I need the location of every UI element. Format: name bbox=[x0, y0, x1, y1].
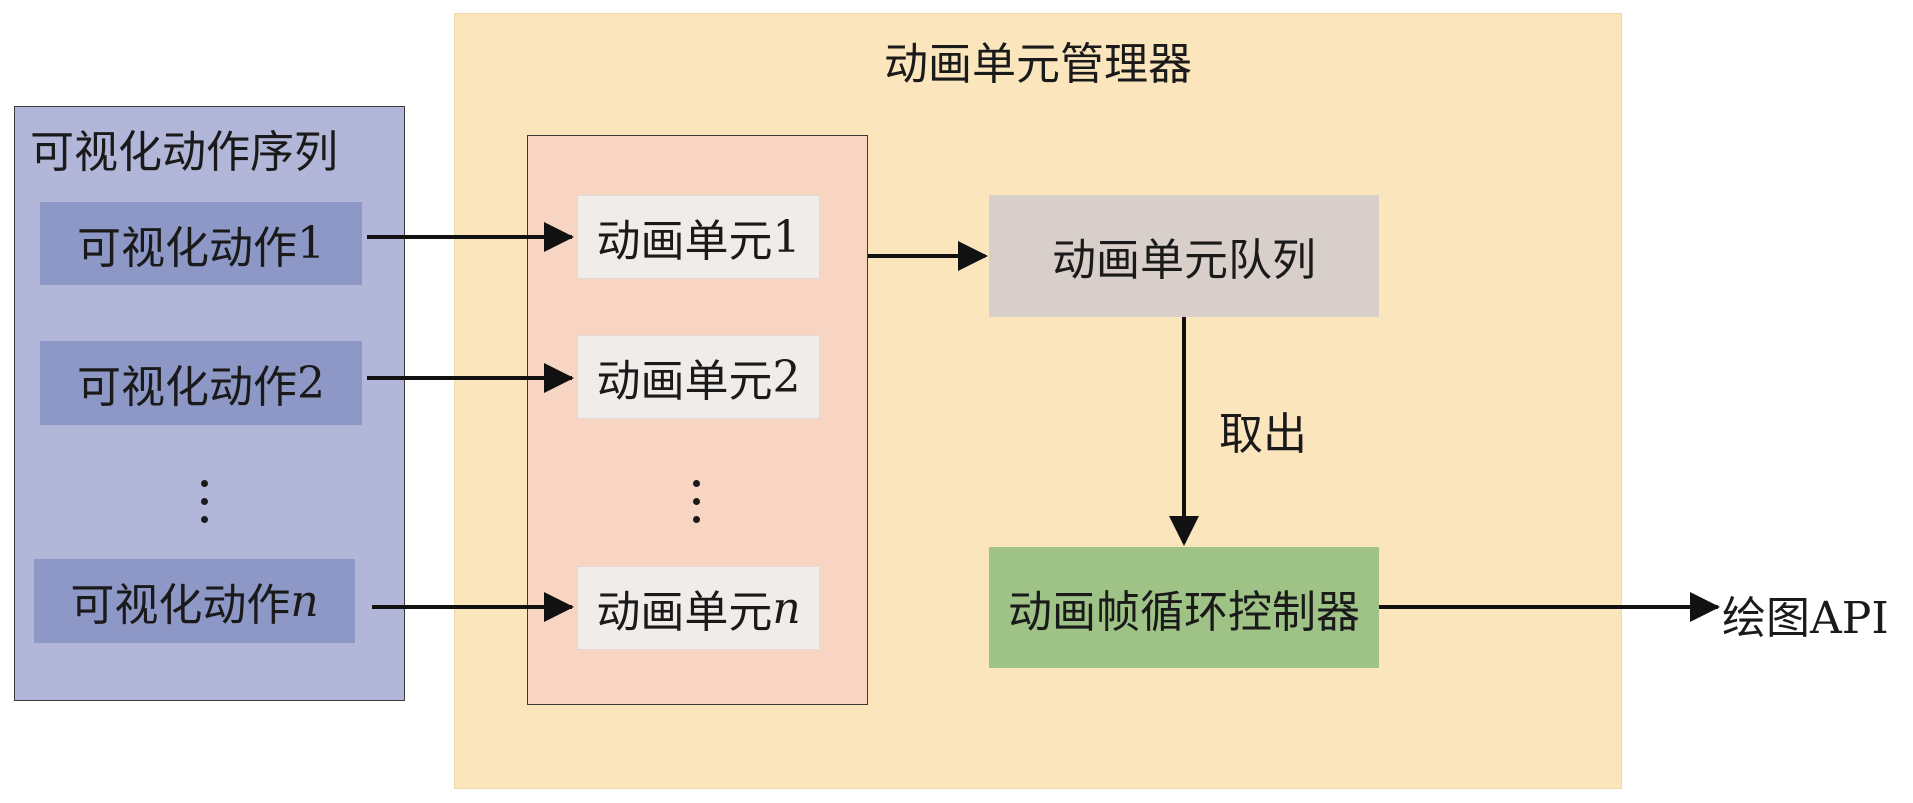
unit-index: 1 bbox=[772, 211, 801, 263]
animation-unit-queue: 动画单元队列 bbox=[989, 195, 1379, 317]
ellipsis-dot bbox=[692, 516, 700, 523]
action-index: 2 bbox=[297, 357, 325, 409]
action-label: 可视化动作 bbox=[77, 362, 297, 413]
units-ellipsis bbox=[692, 480, 700, 534]
unit-label: 动画单元 bbox=[596, 587, 773, 638]
action-label: 可视化动作 bbox=[77, 222, 297, 274]
drawing-api-label: 绘图API bbox=[1722, 593, 1889, 644]
unit-index: n bbox=[772, 582, 801, 634]
arrowhead-loop bbox=[1169, 516, 1199, 546]
action-index: 1 bbox=[297, 218, 325, 269]
arrowhead-queue bbox=[958, 241, 988, 271]
unit-label: 动画单元 bbox=[596, 356, 773, 407]
arrowhead-api bbox=[1690, 592, 1720, 622]
unit-index: 2 bbox=[772, 351, 801, 403]
manager-title: 动画单元管理器 bbox=[884, 39, 1192, 90]
unit-label: 动画单元 bbox=[596, 216, 773, 267]
sequence-ellipsis bbox=[200, 480, 208, 534]
ellipsis-dot bbox=[692, 480, 700, 487]
arrowhead-unitn bbox=[544, 592, 574, 622]
ellipsis-dot bbox=[200, 498, 208, 505]
frame-loop-controller: 动画帧循环控制器 bbox=[989, 547, 1379, 668]
fetch-label: 取出 bbox=[1219, 409, 1307, 460]
sequence-title: 可视化动作序列 bbox=[30, 127, 338, 178]
action-index: n bbox=[290, 575, 319, 627]
arrowhead-unit2 bbox=[544, 363, 574, 393]
ellipsis-dot bbox=[692, 498, 700, 505]
ellipsis-dot bbox=[200, 480, 208, 487]
arrowhead-unit1 bbox=[544, 222, 574, 252]
action-label: 可视化动作 bbox=[70, 580, 291, 631]
ellipsis-dot bbox=[200, 516, 208, 523]
